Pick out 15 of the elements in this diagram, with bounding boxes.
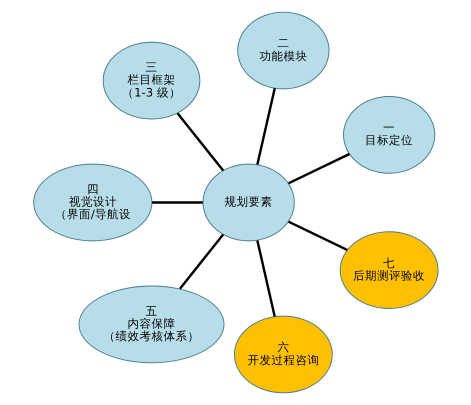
connector (152, 201, 202, 204)
connector (256, 88, 276, 165)
node-ellipse: 四 视觉设计 （界面/导航设 (32, 164, 152, 242)
node-ellipse: 六 开发过程咨询 (233, 316, 332, 394)
node-ellipse: 三 栏目框架 （1-3 级） (102, 42, 200, 120)
connector (256, 240, 276, 317)
connector (178, 234, 224, 290)
connector (176, 112, 224, 172)
connector (288, 220, 348, 252)
node-ellipse: 一 目标定位 (342, 96, 435, 174)
node-ellipse: 二 功能模块 (236, 12, 329, 90)
node-ellipse: 五 内容保障 （绩效考核体系） (78, 286, 224, 364)
connector (288, 152, 350, 184)
node-ellipse: 七 后期测评验收 (339, 231, 438, 309)
node-ellipse: 规划要素 (202, 164, 294, 242)
